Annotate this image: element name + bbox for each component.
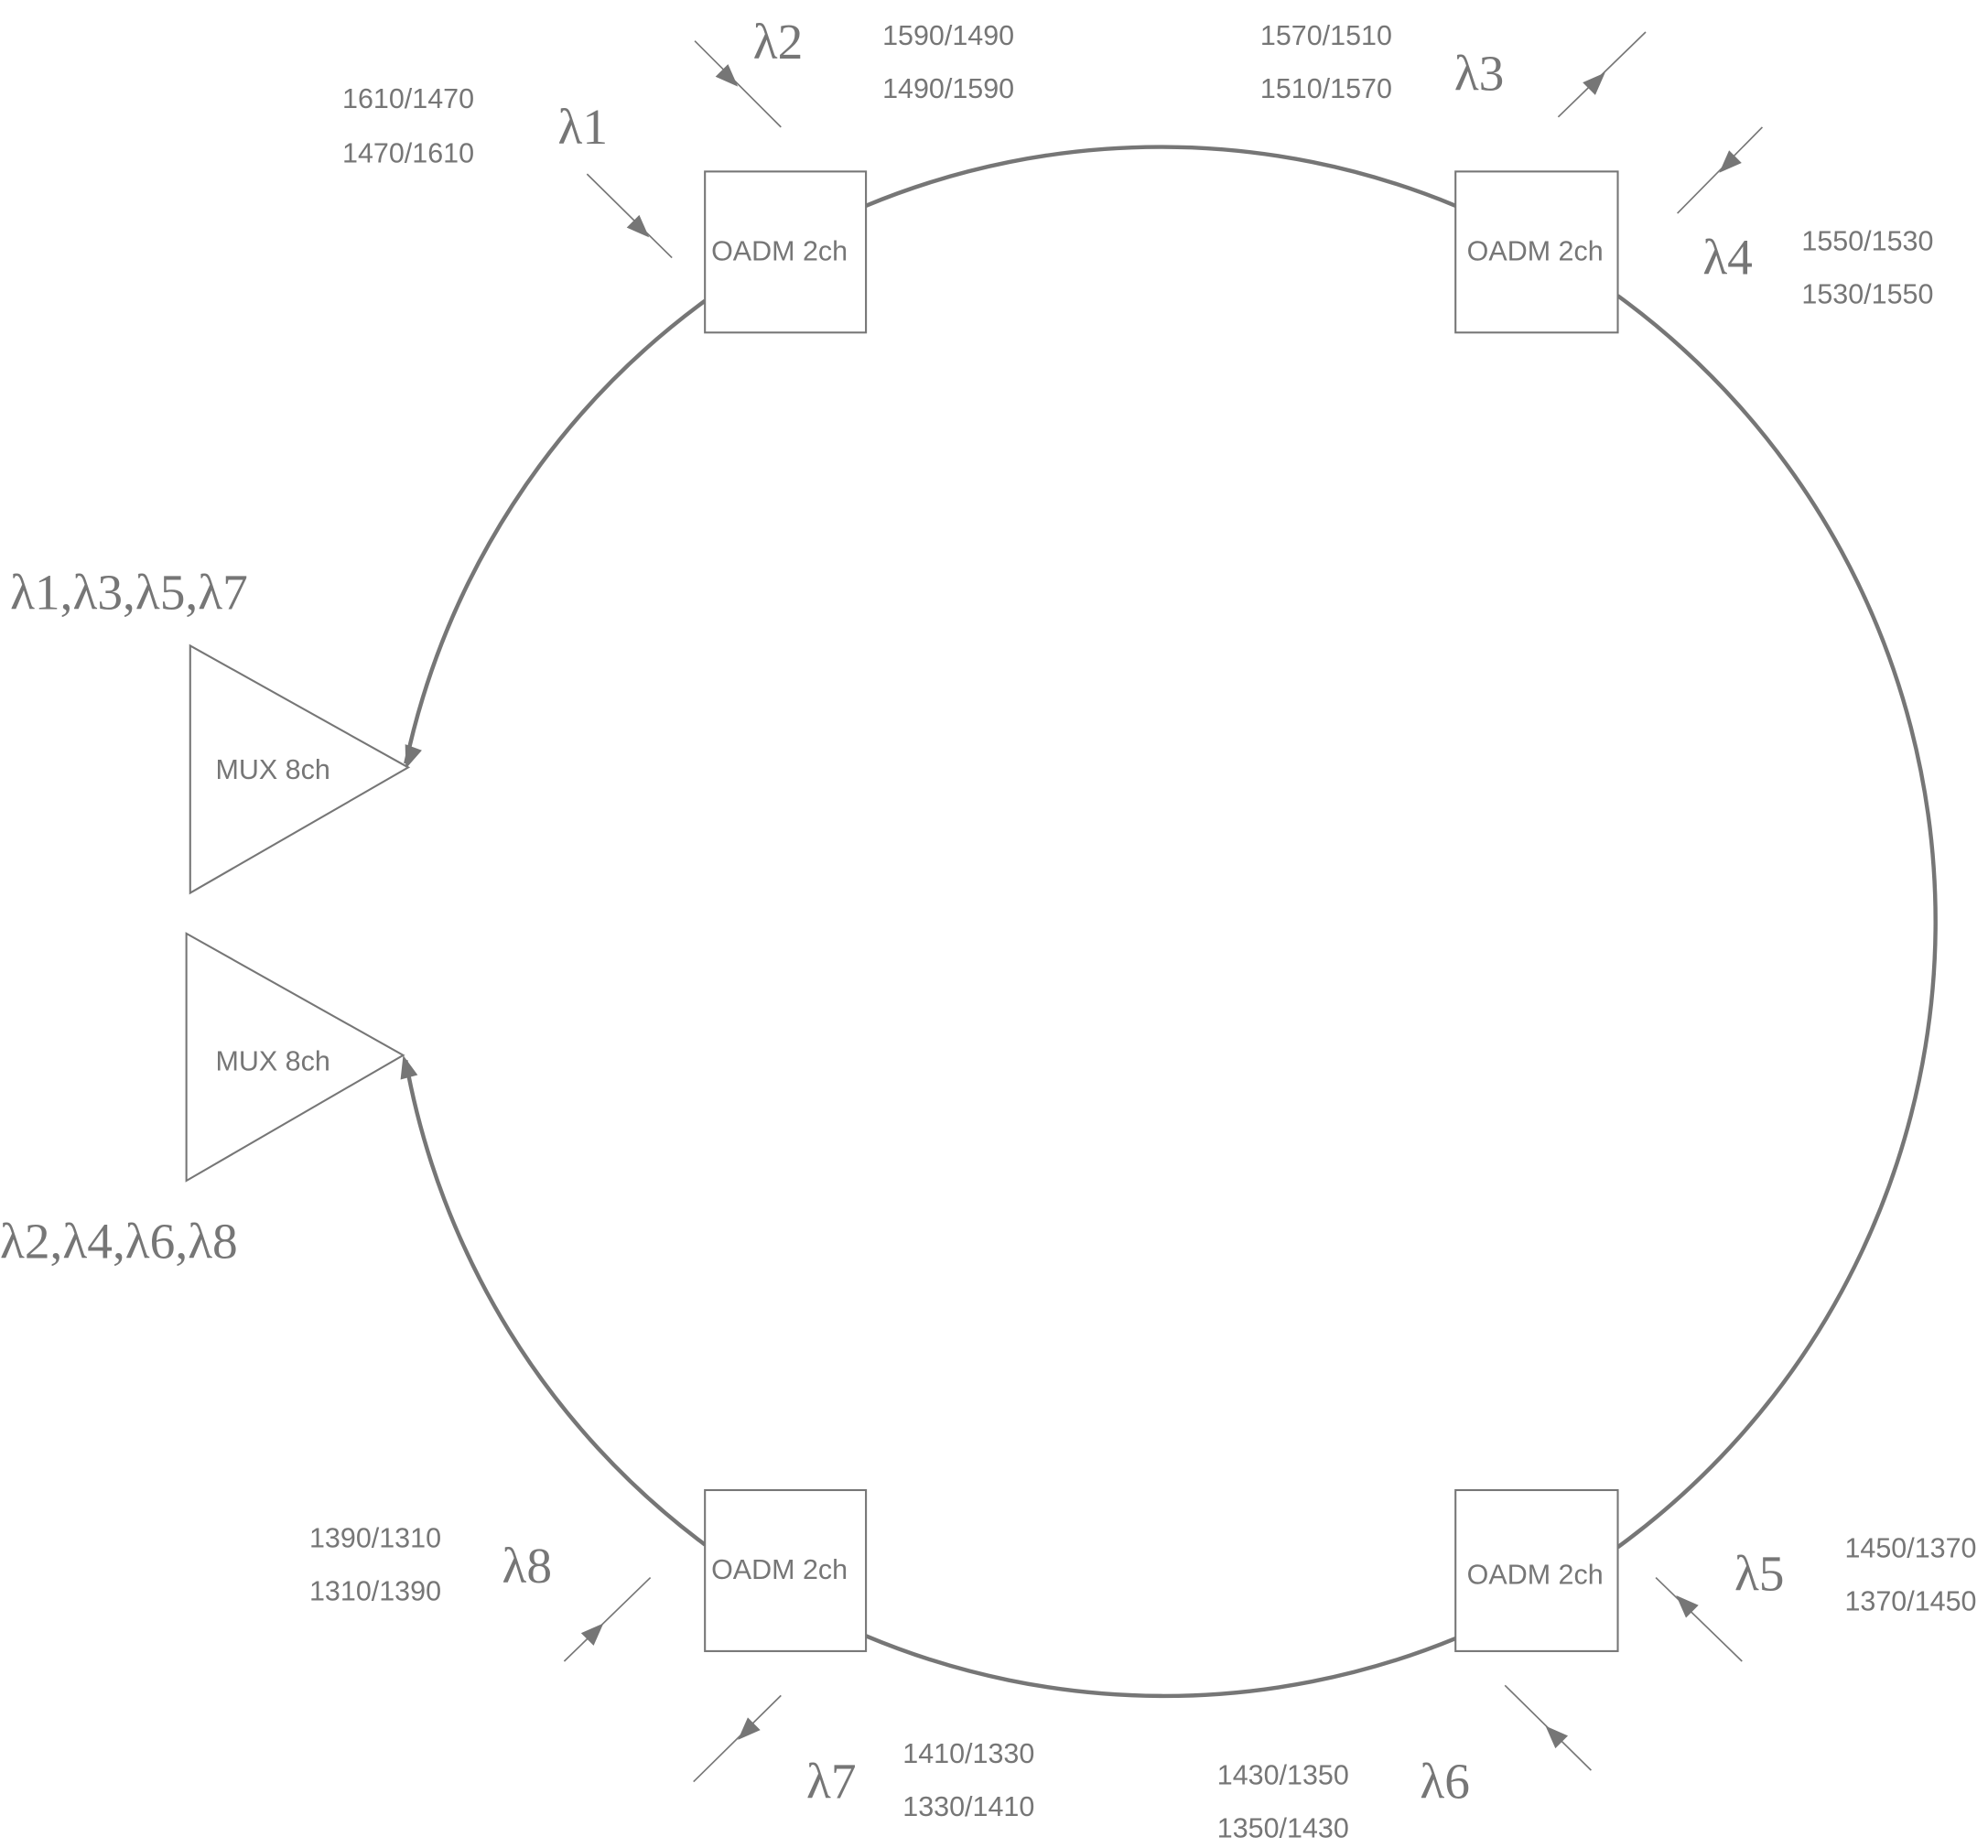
ring-arc-top [865,145,1457,208]
wavelength-pair: 1310/1390 [309,1576,441,1607]
lambda-label: λ4 [1702,230,1753,286]
ring-arc-right [1616,294,1938,1550]
lambda-label: λ6 [1420,1754,1470,1810]
oadm-label: OADM 2ch [711,1554,848,1585]
wavelength-pair: 1590/1490 [882,20,1014,51]
channel-lambda7: λ7 1410/1330 1330/1410 [693,1694,1034,1822]
oadm-label: OADM 2ch [1467,235,1604,266]
lambda-label: λ3 [1454,46,1505,102]
lambda-label: λ8 [502,1538,553,1594]
lambda-label: λ2 [753,14,804,70]
wavelength-pair: 1330/1410 [902,1791,1034,1822]
mux-triangle [185,932,405,1183]
channel-lambda8: λ8 1390/1310 1310/1390 [309,1522,652,1662]
add-drop-line [1655,1576,1743,1662]
oadm-box [704,170,868,334]
mux-bottom: MUX 8ch λ2,λ4,λ6,λ8 [0,932,405,1270]
ring-arrowhead-mux1 [405,744,422,769]
arrowhead-icon [1719,150,1742,173]
oadm-label: OADM 2ch [711,235,848,266]
channel-lambda6: λ6 1430/1350 1350/1430 [1217,1684,1593,1844]
mux-triangle [189,643,411,895]
ring-arc-bottom [865,1634,1457,1699]
ring-arrowhead-mux2 [400,1054,418,1080]
add-drop-line [586,173,673,259]
add-drop-line [563,1576,652,1662]
oadm-box [1454,170,1619,334]
arrowhead-icon [738,1717,761,1740]
wavelength-pair: 1570/1510 [1260,20,1392,51]
oadm-label: OADM 2ch [1467,1559,1604,1590]
arrowhead-icon [580,1623,604,1646]
ring-arc-bottom-left [404,1060,707,1547]
channel-lambda4: λ4 1550/1530 1530/1550 [1677,126,1933,309]
arrowhead-icon [1676,1594,1699,1618]
oadm-top-right: OADM 2ch [1454,170,1619,334]
mux-channels-label: λ2,λ4,λ6,λ8 [0,1214,238,1270]
oadm-top-left: OADM 2ch [704,170,868,334]
mux-label: MUX 8ch [215,1045,330,1076]
arrowhead-icon [715,64,739,87]
ring-arc-top-left [404,298,707,764]
wavelength-pair: 1370/1450 [1844,1586,1976,1617]
wavelength-pair: 1490/1590 [882,73,1014,104]
wavelength-pair: 1430/1350 [1217,1759,1349,1790]
add-drop-line [693,1694,782,1783]
oadm-bottom-left: OADM 2ch [704,1488,868,1652]
wavelength-pair: 1450/1370 [1844,1532,1976,1563]
lambda-label: λ5 [1734,1545,1785,1601]
wavelength-pair: 1530/1550 [1801,278,1933,309]
add-drop-line [1677,126,1764,214]
channel-lambda2: λ2 1590/1490 1490/1590 [694,14,1014,128]
lambda-label: λ1 [557,99,608,155]
arrowhead-icon [1545,1725,1569,1749]
mux-label: MUX 8ch [215,754,330,785]
oadm-box [704,1488,868,1652]
wavelength-pair: 1510/1570 [1260,73,1392,104]
wavelength-pair: 1390/1310 [309,1522,441,1553]
mux-channels-label: λ1,λ3,λ5,λ7 [10,564,248,620]
mux-top: MUX 8ch λ1,λ3,λ5,λ7 [10,564,411,895]
wavelength-pair: 1550/1530 [1801,225,1933,256]
oadm-box [1454,1488,1619,1652]
wavelength-pair: 1410/1330 [902,1738,1034,1769]
channel-lambda1: λ1 1610/1470 1470/1610 [342,83,673,259]
oadm-bottom-right: OADM 2ch [1454,1488,1619,1652]
channel-lambda5: λ5 1450/1370 1370/1450 [1655,1532,1977,1662]
add-drop-line [694,40,782,128]
wavelength-pair: 1470/1610 [342,138,474,169]
wavelength-pair: 1610/1470 [342,83,474,114]
arrowhead-icon [1583,72,1605,95]
arrowhead-icon [626,214,650,238]
channel-lambda3: λ3 1570/1510 1510/1570 [1260,20,1647,118]
lambda-label: λ7 [806,1754,857,1810]
wavelength-pair: 1350/1430 [1217,1813,1349,1844]
